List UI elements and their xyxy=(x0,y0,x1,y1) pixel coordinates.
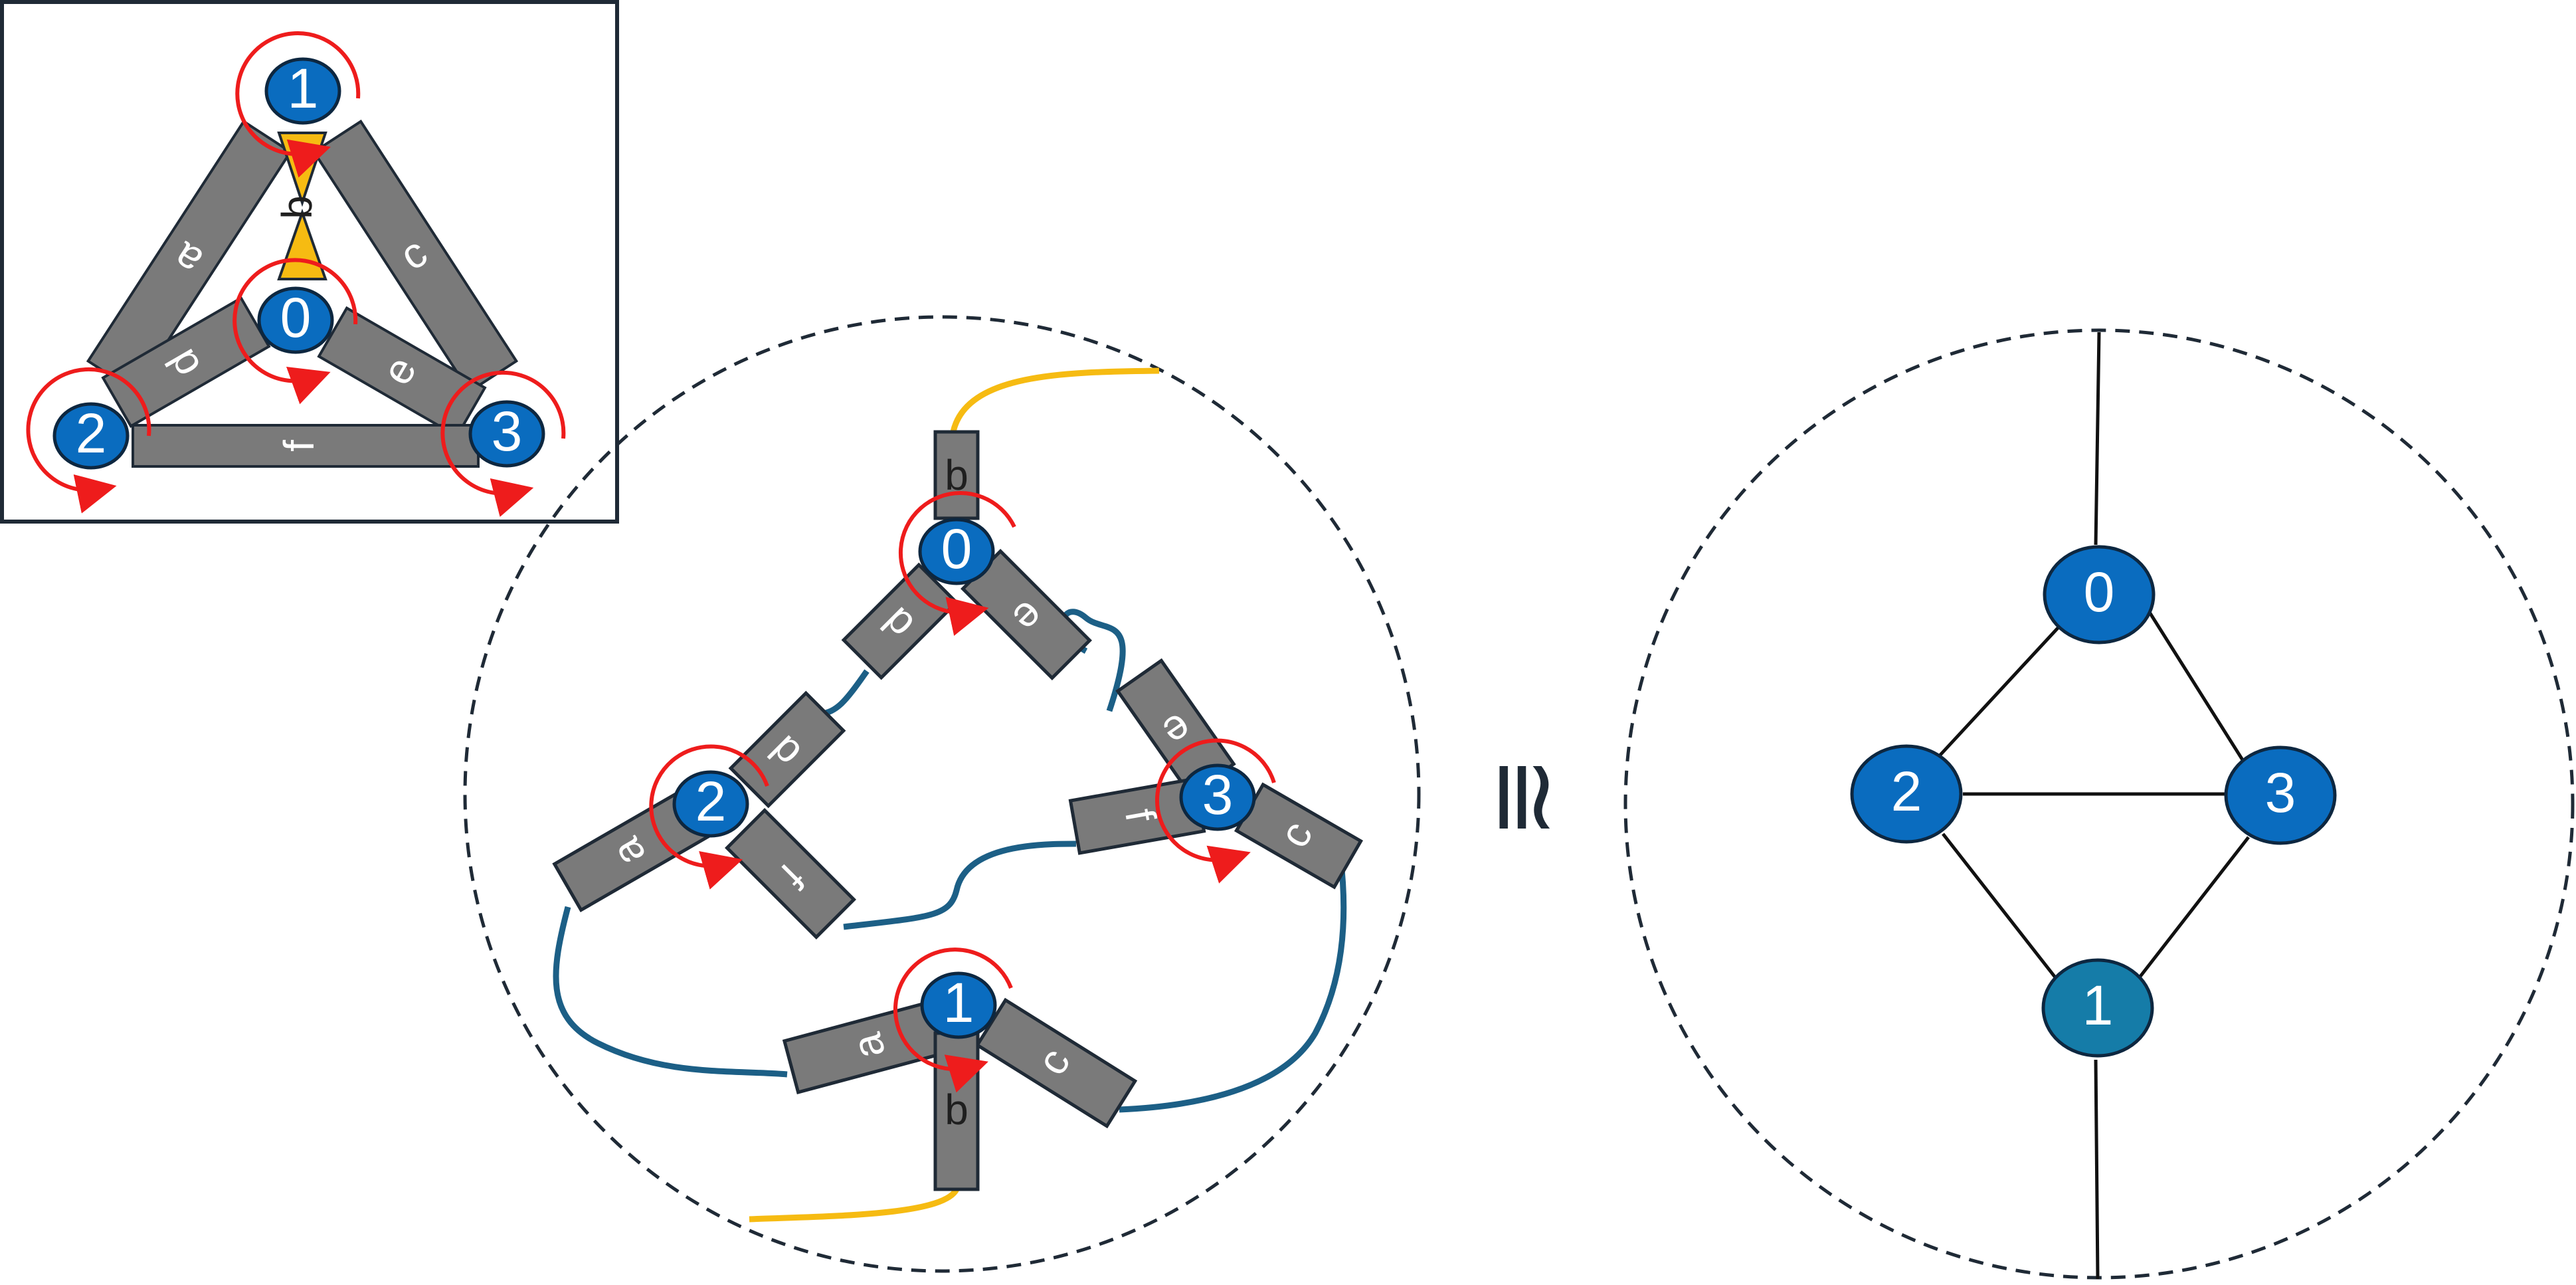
blue-connector-a xyxy=(553,906,788,1078)
middle-rotation-1 xyxy=(893,947,1013,1093)
inset-band-f-label: f xyxy=(275,440,323,452)
graph-node-0: 0 xyxy=(2043,545,2156,644)
blue-connector-f xyxy=(843,840,1077,930)
graph-node-3: 3 xyxy=(2224,745,2337,845)
band-n2-a: a xyxy=(552,788,710,913)
inset-rotation-3 xyxy=(440,370,566,517)
graph-node-2: 2 xyxy=(1850,744,1963,844)
graph-edge-0-3 xyxy=(2147,610,2247,765)
svg-text:b: b xyxy=(945,1086,968,1134)
inset-rotation-1 xyxy=(235,31,361,178)
band-n3-c: c xyxy=(1234,782,1364,890)
middle-boundary-circle xyxy=(463,315,1421,1273)
svg-text:b: b xyxy=(945,451,968,499)
inset-node-2: 2 xyxy=(52,402,130,470)
middle-node-2: 2 xyxy=(672,770,749,838)
middle-node-3: 3 xyxy=(1179,763,1256,831)
graph-edge-0-2 xyxy=(1932,617,2069,764)
band-top-b: b xyxy=(933,430,980,520)
svg-text:3: 3 xyxy=(2265,761,2296,824)
graph-edge-3-1 xyxy=(2131,836,2250,988)
band-n2-f: f xyxy=(725,808,856,939)
svg-text:3: 3 xyxy=(1202,763,1234,826)
svg-text:0: 0 xyxy=(941,518,972,580)
blue-connector-d xyxy=(820,669,870,718)
inset-band-f: f xyxy=(132,424,480,468)
graph-edge-boundary-bottom xyxy=(2094,1059,2100,1280)
middle-node-0: 0 xyxy=(918,518,995,585)
inset-panel: a c d e f b 1 xyxy=(0,0,619,524)
middle-rotation-2 xyxy=(649,744,769,890)
graph-edge-boundary-top xyxy=(2094,332,2101,545)
svg-text:2: 2 xyxy=(76,402,107,464)
band-n1-a: a xyxy=(782,995,961,1095)
inset-node-1: 1 xyxy=(264,57,341,125)
graph-edge-2-1 xyxy=(1942,833,2064,988)
inset-band-c: c xyxy=(312,120,519,393)
band-n3-f: f xyxy=(1068,777,1206,855)
band-n2-d: d xyxy=(728,690,846,809)
inset-band-d: d xyxy=(101,296,271,429)
middle-node-1: 1 xyxy=(920,971,997,1039)
inset-band-b-label: b xyxy=(273,195,321,219)
band-n0-e: e xyxy=(961,549,1092,680)
yellow-connector-bottom xyxy=(749,1187,960,1223)
middle-ribbon-disk: b d e d a f e f xyxy=(463,315,1421,1273)
inset-node-0: 0 xyxy=(257,286,334,354)
svg-text:0: 0 xyxy=(280,286,312,349)
svg-text:1: 1 xyxy=(2082,974,2114,1037)
inset-rotation-0 xyxy=(232,258,358,405)
svg-text:1: 1 xyxy=(288,57,319,120)
svg-text:1: 1 xyxy=(943,971,974,1034)
yellow-connector-top xyxy=(950,367,1160,433)
band-n0-d: d xyxy=(841,562,959,680)
right-boundary-circle xyxy=(1623,328,2575,1280)
middle-rotation-0 xyxy=(898,491,1016,636)
band-n1-b: b xyxy=(933,1031,980,1191)
inset-band-e: e xyxy=(317,306,487,439)
band-n1-c: c xyxy=(974,997,1138,1129)
middle-rotation-3 xyxy=(1155,738,1276,884)
graph-node-1: 1 xyxy=(2041,958,2154,1058)
band-n3-e: e xyxy=(1115,658,1236,797)
inset-rotation-2 xyxy=(26,367,151,514)
svg-text:3: 3 xyxy=(492,400,523,462)
isomorphism-symbol: ≅ xyxy=(1467,755,1582,839)
svg-text:2: 2 xyxy=(695,770,727,833)
inset-node-3: 3 xyxy=(468,400,545,468)
svg-text:0: 0 xyxy=(2084,561,2115,623)
svg-text:2: 2 xyxy=(1891,760,1922,823)
blue-connector-c xyxy=(1119,856,1347,1113)
right-graph-disk: 0 2 3 1 xyxy=(1623,328,2575,1280)
